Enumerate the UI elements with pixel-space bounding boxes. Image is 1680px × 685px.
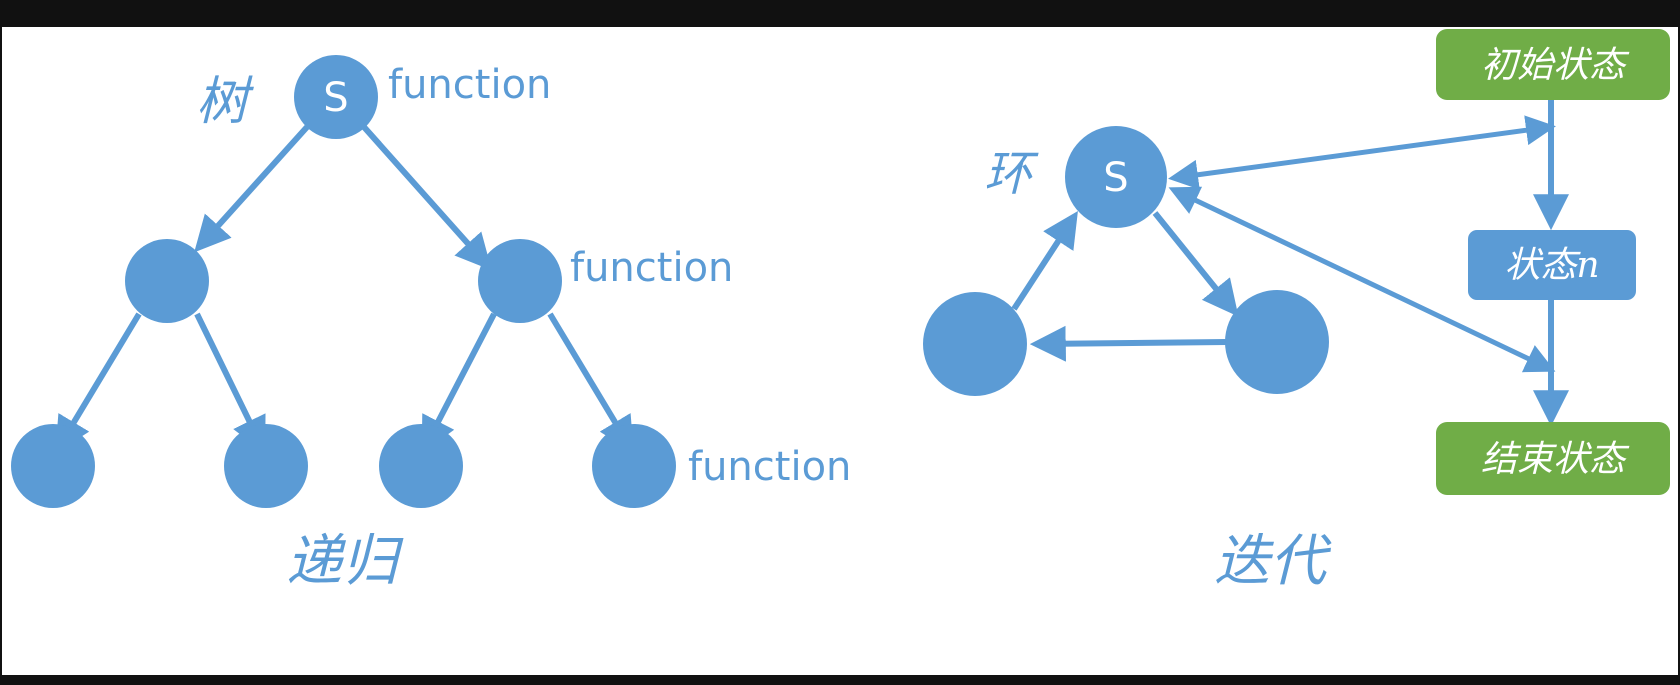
ring-node xyxy=(1225,290,1329,394)
tree-edge xyxy=(194,312,266,454)
tree-edge xyxy=(421,312,497,454)
ring-edge xyxy=(1152,211,1239,317)
tree-leaf-node xyxy=(379,424,463,508)
tree-leaf-node xyxy=(592,424,676,508)
tree-leaf-node xyxy=(224,424,308,508)
link-start-to-end xyxy=(1168,186,1556,373)
iteration-ring: S 初始状态 状态n 结束状态 环 迭代 xyxy=(923,29,1670,594)
function-label: function xyxy=(570,245,733,291)
ring-node xyxy=(923,292,1027,396)
state-n-label: 状态n xyxy=(1504,245,1599,286)
recursion-tree: S 树 function function function 递归 xyxy=(11,55,851,594)
ring-edge xyxy=(1011,210,1078,311)
end-state-box xyxy=(1436,422,1670,495)
tree-node xyxy=(478,239,562,323)
iteration-caption: 迭代 xyxy=(1214,529,1332,594)
recursion-vs-iteration-diagram: S 树 function function function 递归 xyxy=(11,29,1670,594)
tree-edge xyxy=(55,312,142,454)
function-label: function xyxy=(388,62,551,108)
tree-root-node xyxy=(294,55,378,139)
tree-label: 树 xyxy=(196,72,254,132)
tree-node xyxy=(125,239,209,323)
link-initial-to-start xyxy=(1168,115,1556,190)
tree-root-label: S xyxy=(323,75,348,121)
ring-start-node xyxy=(1065,126,1167,228)
ring-start-label: S xyxy=(1103,155,1128,201)
recursion-caption: 递归 xyxy=(286,529,404,594)
ring-edge xyxy=(1029,325,1228,362)
tree-edge xyxy=(547,312,634,454)
tree-edge xyxy=(361,125,492,271)
initial-state-box xyxy=(1436,29,1670,100)
ring-label: 环 xyxy=(984,146,1039,202)
initial-state-label: 初始状态 xyxy=(1481,45,1630,86)
end-state-label: 结束状态 xyxy=(1481,439,1630,480)
diagram-canvas: S 树 function function function 递归 xyxy=(2,27,1678,675)
tree-edge xyxy=(194,124,310,253)
function-label: function xyxy=(688,444,851,490)
state-n-box xyxy=(1468,230,1636,300)
tree-leaf-node xyxy=(11,424,95,508)
